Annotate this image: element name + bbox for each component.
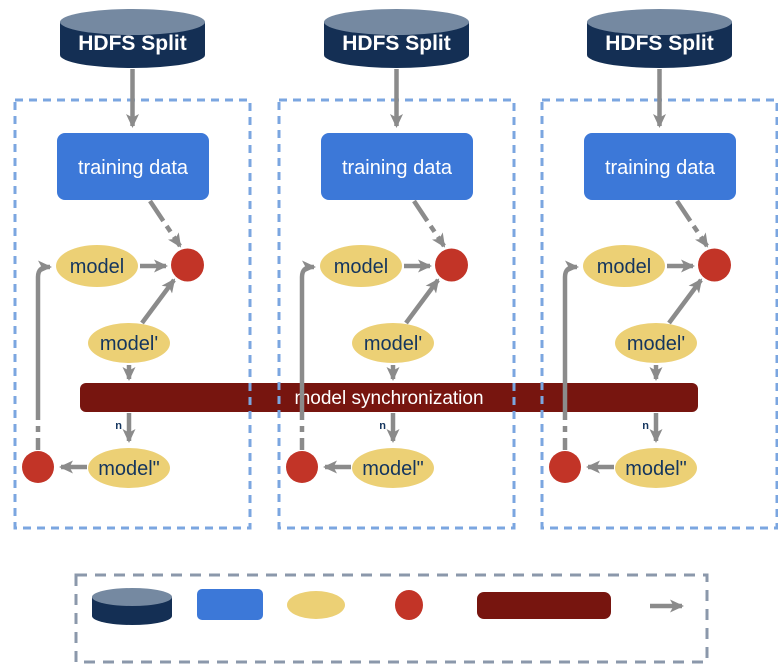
hdfs-split-label: HDFS Split xyxy=(78,32,187,55)
training-data-box xyxy=(321,133,473,200)
model-synchronization-bar: model synchronization xyxy=(80,383,698,412)
merge-operation-circle xyxy=(22,451,54,483)
training-data-label: training data xyxy=(78,157,189,179)
n-iterations-label: n xyxy=(115,420,122,432)
model-doubleprime-ellipse xyxy=(615,448,697,488)
model-prime-ellipse xyxy=(615,323,697,363)
arrow-loop-to-model xyxy=(562,260,579,450)
training-data-box xyxy=(584,133,736,200)
update-operation-icon xyxy=(395,590,423,620)
model-prime-ellipse xyxy=(352,323,434,363)
model-synchronization-icon xyxy=(477,592,611,619)
sync-bar-label: model synchronization xyxy=(294,388,483,409)
model-icon xyxy=(287,591,345,619)
arrow-training-to-update xyxy=(675,199,709,248)
hdfs-split-label: HDFS Split xyxy=(342,32,451,55)
update-operation-circle xyxy=(435,248,468,282)
model-label: model xyxy=(70,256,124,278)
model-prime-label: model' xyxy=(627,333,685,355)
training-data-label: training data xyxy=(342,157,453,179)
merge-operation-circle xyxy=(549,451,581,483)
worker-column-3: HDFS Split training data model model' n … xyxy=(540,9,778,530)
worker-column-1: HDFS Split training data model model' n … xyxy=(13,9,252,530)
arrow-modelprime-to-update xyxy=(667,278,703,325)
update-operation-circle xyxy=(698,248,731,282)
model-doubleprime-label: model" xyxy=(98,458,160,480)
training-data-icon xyxy=(197,589,263,620)
model-prime-ellipse xyxy=(88,323,170,363)
model-doubleprime-ellipse xyxy=(88,448,170,488)
update-operation-circle xyxy=(171,248,204,282)
hdfs-split-label: HDFS Split xyxy=(605,32,714,55)
arrow-training-to-update xyxy=(412,199,446,248)
arrow-loop-to-model xyxy=(35,260,52,450)
model-ellipse xyxy=(583,245,665,287)
model-ellipse xyxy=(56,245,138,287)
hdfs-cylinder-icon: HDFS Split xyxy=(587,9,732,68)
arrow-loop-to-model xyxy=(299,260,316,450)
model-label: model xyxy=(597,256,651,278)
training-data-box xyxy=(57,133,209,200)
model-doubleprime-label: model" xyxy=(625,458,687,480)
n-iterations-label: n xyxy=(379,420,386,432)
arrow-training-to-update xyxy=(148,199,182,248)
n-iterations-label: n xyxy=(642,420,649,432)
hdfs-cylinder-icon: HDFS Split xyxy=(60,9,205,68)
arrow-modelprime-to-update xyxy=(404,278,440,325)
model-label: model xyxy=(334,256,388,278)
worker-column-2: HDFS Split training data model model' n … xyxy=(277,9,516,530)
training-data-label: training data xyxy=(605,157,716,179)
model-prime-label: model' xyxy=(100,333,158,355)
model-doubleprime-label: model" xyxy=(362,458,424,480)
model-doubleprime-ellipse xyxy=(352,448,434,488)
model-prime-label: model' xyxy=(364,333,422,355)
hdfs-cylinder-icon: HDFS Split xyxy=(324,9,469,68)
model-ellipse xyxy=(320,245,402,287)
legend-border xyxy=(74,573,709,664)
hdfs-storage-icon xyxy=(92,588,172,625)
merge-operation-circle xyxy=(286,451,318,483)
arrow-modelprime-to-update xyxy=(140,278,176,325)
sync-bar-rect xyxy=(80,383,698,412)
legend xyxy=(74,573,709,664)
